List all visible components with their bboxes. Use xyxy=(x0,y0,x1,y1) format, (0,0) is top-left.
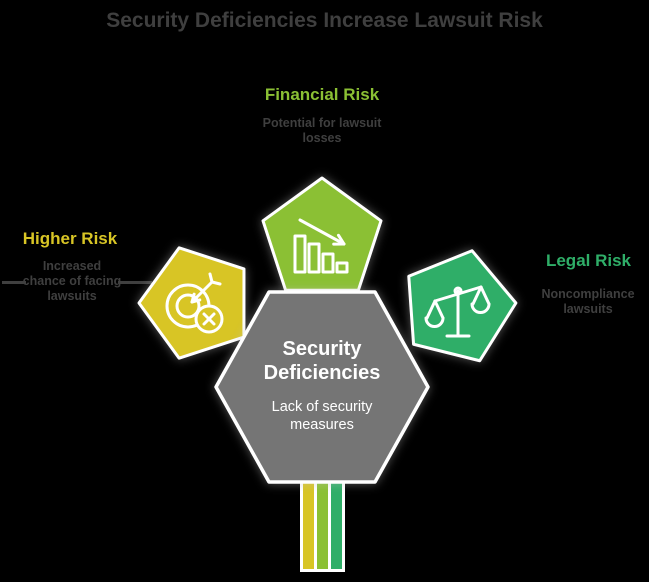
financial-risk-pentagon xyxy=(261,176,383,292)
branch-desc-financial-risk: Potential for lawsuit losses xyxy=(242,116,402,146)
pentagon-shape xyxy=(407,249,518,363)
leader-dash-left xyxy=(2,281,26,284)
declining-bar-chart-icon xyxy=(293,218,349,274)
leader-dash-right xyxy=(118,281,152,284)
stem-stripe-yellow xyxy=(303,470,314,569)
center-hexagon xyxy=(214,290,430,484)
branch-label-legal-risk: Legal Risk xyxy=(545,251,632,270)
pentagon-shape xyxy=(261,176,383,292)
legal-risk-pentagon xyxy=(407,249,518,363)
stem-stripe-teal xyxy=(331,470,342,569)
desc-line: Noncompliance xyxy=(541,287,635,301)
stem xyxy=(300,470,345,572)
branch-desc-higher-risk: Increased chance of facing lawsuits xyxy=(2,259,142,304)
desc-line: losses xyxy=(302,131,342,145)
higher-risk-pentagon xyxy=(137,246,246,360)
center-title: Security Deficiencies xyxy=(263,338,381,384)
desc-line: lawsuits xyxy=(563,302,613,316)
scales-of-justice-icon xyxy=(424,285,491,338)
stem-stripe-green xyxy=(317,470,328,569)
center-hexagon-text: Security Deficiencies Lack of security m… xyxy=(247,337,397,434)
hexagon-shape xyxy=(214,290,430,484)
branch-desc-legal-risk: Noncompliance lawsuits xyxy=(532,287,644,317)
desc-line: chance of facing xyxy=(22,274,122,288)
branch-label-higher-risk: Higher Risk xyxy=(22,229,118,248)
missed-target-icon xyxy=(165,272,224,334)
center-subtitle: Lack of security measures xyxy=(271,399,373,433)
page-title: Security Deficiencies Increase Lawsuit R… xyxy=(106,9,543,32)
branch-label-financial-risk: Financial Risk xyxy=(264,85,380,104)
desc-line: lawsuits xyxy=(47,289,97,303)
desc-line: Potential for lawsuit xyxy=(262,116,382,130)
desc-line: Increased xyxy=(42,259,102,273)
